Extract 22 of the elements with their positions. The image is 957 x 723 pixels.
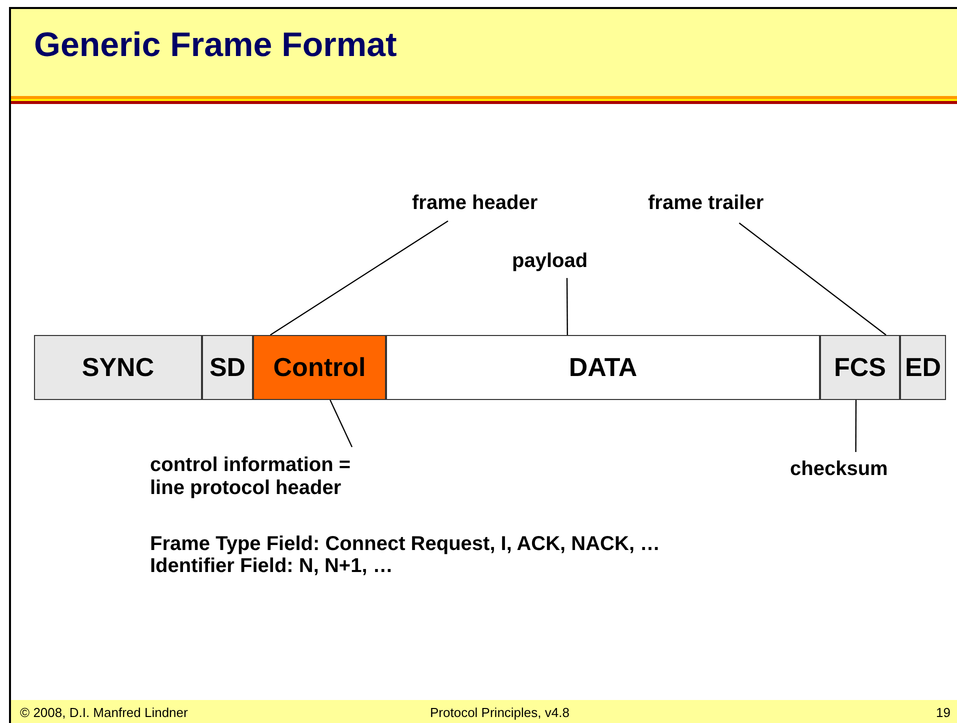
slide-title: Generic Frame Format (34, 26, 397, 65)
note-text: Identifier Field: N, N+1, … (150, 555, 393, 577)
leader-line (855, 400, 857, 452)
annotation-text: control information = line protocol header (150, 454, 360, 500)
leader-line (330, 400, 353, 448)
frame-field: FCS (820, 335, 900, 400)
leader-line (566, 278, 568, 335)
leader-line (270, 220, 448, 336)
note-text: Frame Type Field: Connect Request, I, ACK, NACK, … (150, 533, 660, 555)
footer-text: Protocol Principles, v4.8 (430, 705, 570, 720)
frame-field: ED (900, 335, 946, 400)
page-number: 19 (936, 705, 950, 720)
frame-field: DATA (386, 335, 820, 400)
frame-field: SD (202, 335, 253, 400)
annotation-text: frame header (412, 192, 592, 215)
frame-field: SYNC (34, 335, 202, 400)
leader-line (738, 222, 886, 336)
annotation-text: payload (512, 250, 622, 273)
footer-text: © 2008, D.I. Manfred Lindner (20, 705, 188, 720)
frame-field: Control (253, 335, 386, 400)
annotation-text: frame trailer (648, 192, 808, 215)
annotation-text: checksum (790, 458, 930, 481)
